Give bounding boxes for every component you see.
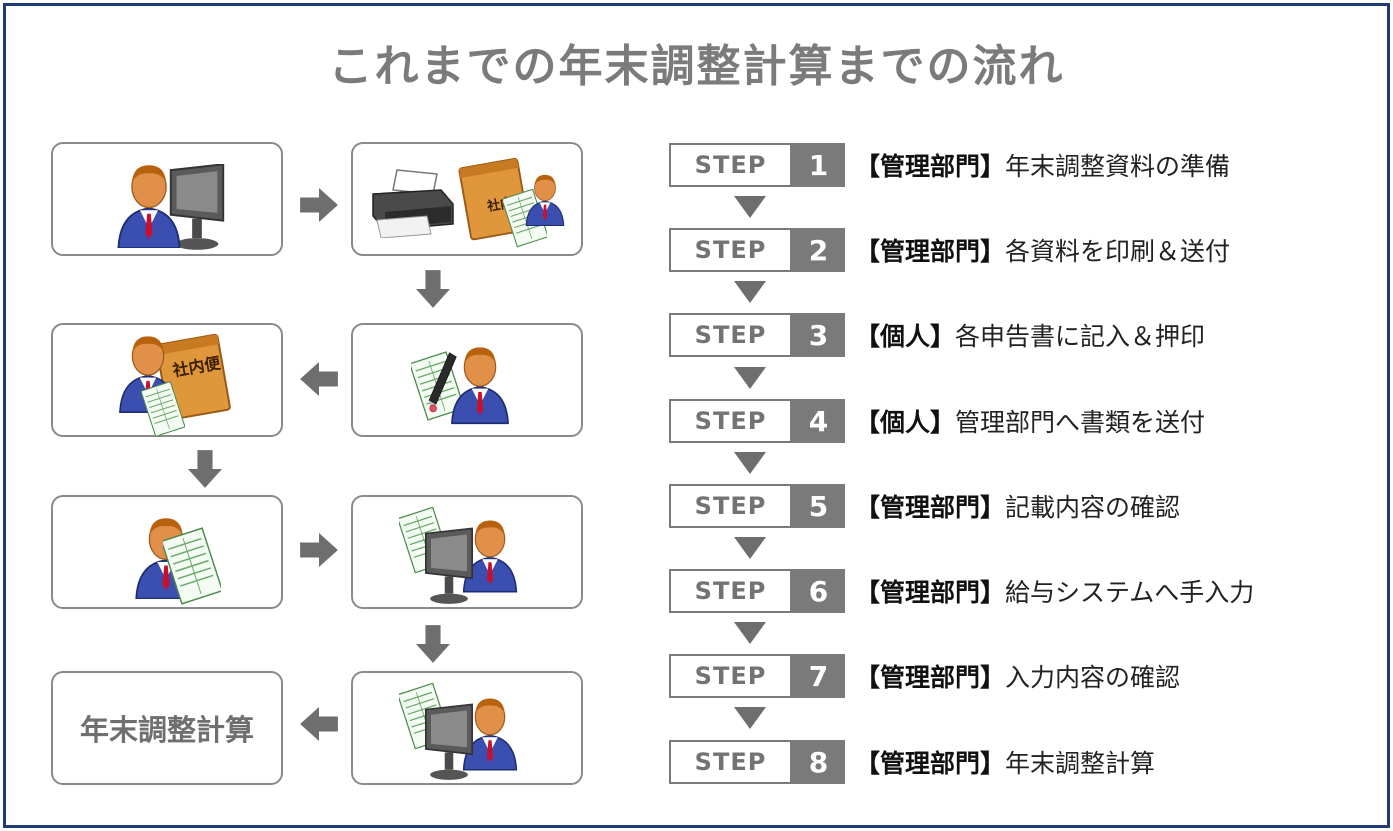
step-number: 4 (792, 399, 845, 443)
arrow-down-icon (416, 625, 450, 663)
step-down-arrow-icon (734, 622, 766, 644)
step-description: 給与システムへ手入力 (1005, 578, 1255, 607)
flow-card-fill-stamp (351, 323, 583, 437)
step-description: 管理部門へ書類を送付 (955, 408, 1206, 437)
arrow-down-icon (416, 270, 450, 308)
step-description: 年末調整資料の準備 (1005, 152, 1231, 181)
step-actor: 【管理部門】 (855, 749, 1006, 778)
step-number: 8 (792, 740, 845, 784)
step-description: 入力内容の確認 (1005, 663, 1181, 692)
arrow-right-icon (300, 188, 338, 222)
step-down-arrow-icon (734, 537, 766, 559)
computer-monitor-icon (424, 527, 474, 605)
step-number: 3 (792, 313, 845, 357)
step-label: STEP (669, 569, 792, 613)
flow-card-prepare (51, 142, 283, 256)
step-actor: 【管理部門】 (855, 237, 1006, 266)
step-label: STEP (669, 313, 792, 357)
step-number: 7 (792, 654, 845, 698)
step-number: 6 (792, 569, 845, 613)
flow-card-employee-send: 社内便 (51, 323, 283, 437)
step-actor: 【管理部門】 (855, 493, 1006, 522)
page-title: これまでの年末調整計算までの流れ (328, 41, 1065, 92)
businessman-icon (451, 346, 509, 425)
step-down-arrow-icon (734, 281, 766, 303)
flow-card-input-check (351, 671, 583, 785)
diagram-frame (3, 3, 1390, 828)
step-down-arrow-icon (734, 367, 766, 389)
step-description: 各資料を印刷＆送付 (1005, 237, 1231, 266)
final-box-label: 年末調整計算 (79, 713, 254, 747)
step-label: STEP (669, 399, 792, 443)
step-actor: 【管理部門】 (855, 663, 1006, 692)
step-label: STEP (669, 740, 792, 784)
step-number: 1 (792, 143, 845, 187)
step-actor: 【管理部門】 (855, 152, 1006, 181)
arrow-left-icon (300, 362, 338, 396)
flow-card-print-send: 社内便 (351, 142, 583, 256)
step-label: STEP (669, 484, 792, 528)
step-actor: 【管理部門】 (855, 578, 1006, 607)
arrow-left-icon (300, 707, 338, 741)
step-label: STEP (669, 654, 792, 698)
step-actor: 【個人】 (855, 408, 956, 437)
step-label: STEP (669, 143, 792, 187)
step-description: 年末調整計算 (1005, 749, 1156, 778)
step-actor: 【個人】 (855, 322, 956, 351)
step-down-arrow-icon (734, 452, 766, 474)
arrow-right-icon (300, 533, 338, 567)
flow-card-final: 年末調整計算 (51, 671, 283, 785)
arrow-down-icon (188, 450, 222, 488)
step-number: 5 (792, 484, 845, 528)
flow-card-manual-input (351, 495, 583, 609)
step-description: 記載内容の確認 (1005, 493, 1181, 522)
step-description: 各申告書に記入＆押印 (955, 322, 1206, 351)
step-number: 2 (792, 228, 845, 272)
step-down-arrow-icon (734, 707, 766, 729)
step-label: STEP (669, 228, 792, 272)
printer-icon (372, 169, 454, 238)
step-down-arrow-icon (734, 196, 766, 218)
flow-card-check (51, 495, 283, 609)
